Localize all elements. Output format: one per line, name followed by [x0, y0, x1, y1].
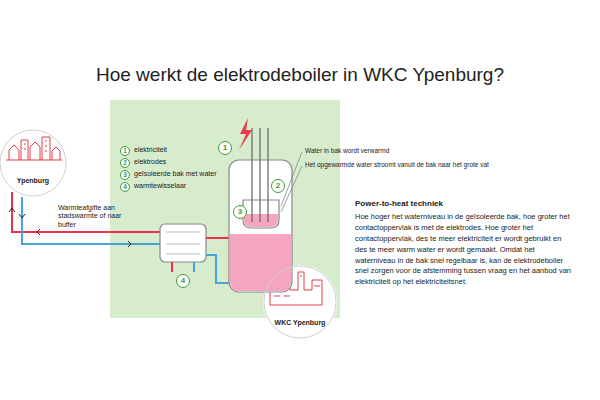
node-label: WKC Ypenburg [275, 319, 326, 326]
node-label: Ypenburg [17, 177, 49, 184]
legend-text: geïsoleerde bak met water [134, 170, 217, 178]
legend-text: warmtewisselaar [134, 182, 186, 190]
note: Het opgewarmde water stroomt vanuit de b… [305, 161, 545, 169]
circle-border [0, 130, 66, 196]
callout-number: 4 [176, 274, 190, 288]
plant-circle: WKC Ypenburg [263, 265, 337, 339]
flow-arrow [9, 208, 15, 212]
circle-outline [263, 265, 337, 339]
callout-number: 1 [218, 141, 232, 155]
bowl-water [244, 214, 278, 227]
hot-pipe [12, 192, 160, 232]
insulated-bowl [243, 200, 279, 228]
lightning-bolt [239, 118, 252, 150]
electrodes [252, 128, 268, 222]
flow-arrow [37, 229, 40, 235]
cold-pipe [206, 255, 229, 283]
exchanger-leg [171, 262, 173, 272]
city-ground [0, 129, 67, 197]
title: Hoe werkt de elektrodeboiler in WKC Ypen… [0, 64, 600, 87]
circle-border [264, 266, 336, 338]
legend-number: 2 [120, 158, 130, 168]
hot-pipe [206, 237, 229, 239]
city-circle: Ypenburg [0, 129, 67, 197]
tank-water [230, 234, 291, 291]
callout-number: 2 [271, 179, 285, 193]
flow-arrow [128, 241, 131, 247]
body-text: Hoe hoger het waterniveau in de geïsolee… [355, 212, 571, 288]
city-skyline [6, 137, 62, 160]
legend-number: 4 [120, 182, 130, 192]
legend-text: elektriciteit [134, 146, 167, 154]
flow-note: Warmteafgifte aan stadswarmte of naar bu… [58, 204, 128, 229]
leader-line [281, 152, 302, 206]
flow-arrow [19, 214, 25, 218]
legend-number: 1 [120, 146, 130, 156]
exchanger-leg [193, 262, 195, 272]
callout-number: 3 [233, 205, 247, 219]
cold-pipe [22, 197, 160, 244]
legend-number: 3 [120, 170, 130, 180]
heat-exchanger [160, 224, 206, 262]
legend-text: elektrodes [134, 158, 166, 166]
note: Water in bak wordt verwarmd [305, 147, 465, 155]
circle-outline [0, 129, 67, 197]
section-heading: Power-to-heat techniek [355, 199, 570, 209]
exchanger-plates [166, 232, 200, 254]
